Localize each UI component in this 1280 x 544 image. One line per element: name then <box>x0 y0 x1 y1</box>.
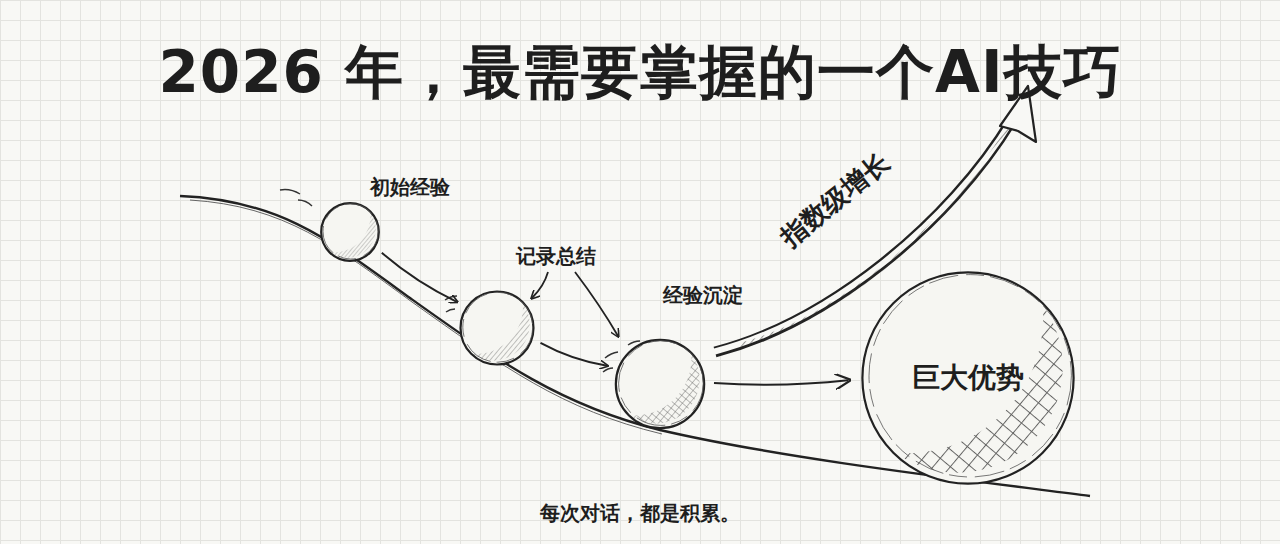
ball: 初始经验 <box>320 202 380 262</box>
caption: 每次对话，都是积累。 <box>0 500 1280 527</box>
slope-line-sketch <box>190 200 662 434</box>
ball-label: 初始经验 <box>370 174 450 201</box>
rotated-label: 指数级增长 <box>773 145 896 254</box>
ball-outline <box>459 290 535 366</box>
flow-arrow <box>541 343 608 366</box>
ball-label: 记录总结 <box>516 243 596 270</box>
ball-text: 巨大优势 <box>912 359 1024 397</box>
ball: 经验沉淀 <box>614 338 706 430</box>
ball-outline <box>614 338 706 430</box>
ball-outline <box>320 202 380 262</box>
ball-label: 经验沉淀 <box>663 282 743 309</box>
slope-line <box>180 196 1090 496</box>
flow-arrow <box>714 380 848 384</box>
ball: 巨大优势 <box>858 268 1078 488</box>
motion-strokes <box>280 190 640 373</box>
leader-arrow <box>575 272 618 336</box>
ball: 记录总结 <box>459 290 535 366</box>
title: 2026 年，最需要掌握的一个AI技巧 <box>0 34 1280 112</box>
leader-arrow <box>532 272 548 298</box>
flow-arrow <box>382 253 457 302</box>
